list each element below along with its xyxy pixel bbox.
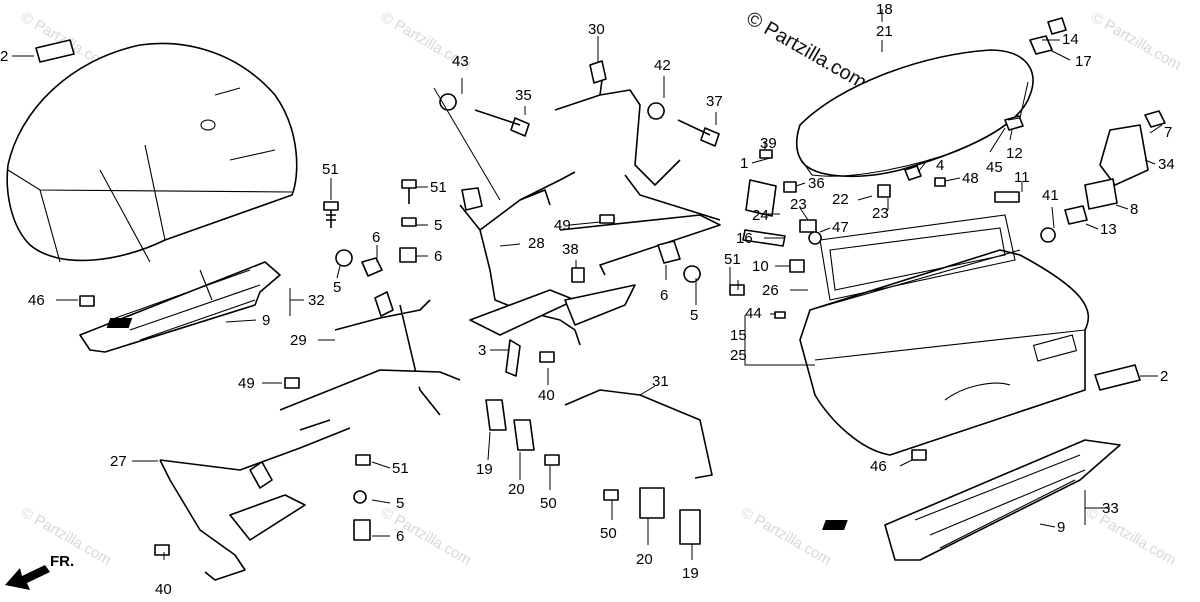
callout-label: 32 — [308, 292, 325, 309]
bracket-27 — [159, 427, 351, 581]
watermark-text: © Partzilla.com — [378, 504, 474, 569]
callout-label: 24 — [752, 207, 769, 224]
fasteners-right-group — [79, 17, 1166, 461]
callout-label: 28 — [528, 235, 545, 252]
callout-label: 20 — [636, 551, 653, 568]
callout-label: 26 — [762, 282, 779, 299]
callout-label: 25 — [730, 347, 747, 364]
callout-label: 47 — [832, 219, 849, 236]
front-direction-arrow: FR. — [5, 553, 74, 590]
callout-label: 34 — [1158, 156, 1175, 173]
callout-label: 6 — [396, 528, 404, 545]
callout-label: 40 — [538, 387, 555, 404]
callout-label: 22 — [832, 191, 849, 208]
callout-label: 17 — [1075, 53, 1092, 70]
callout-label: 6 — [660, 287, 668, 304]
callout-label: 23 — [872, 205, 889, 222]
watermark-text: © Partzilla.com — [1088, 9, 1184, 74]
callout-label: 4 — [936, 157, 944, 174]
callout-label: 43 — [452, 53, 469, 70]
callout-label: 15 — [730, 327, 747, 344]
callout-label: 5 — [333, 279, 341, 296]
left-mounting-plate — [79, 261, 281, 353]
callout-label: 10 — [752, 258, 769, 275]
callout-label: 19 — [682, 565, 699, 582]
callout-label: 48 — [962, 170, 979, 187]
callout-label: 44 — [745, 305, 762, 322]
front-direction-label: FR. — [50, 553, 74, 570]
callout-label: 21 — [876, 23, 893, 40]
callout-label: 6 — [372, 229, 380, 246]
bracket-plate-center — [469, 284, 636, 336]
pad-9-right — [822, 520, 848, 530]
callout-label: 46 — [870, 458, 887, 475]
callout-label: 51 — [392, 460, 409, 477]
callout-label: 18 — [876, 1, 893, 18]
left-saddlebag — [6, 42, 298, 263]
rod-31 — [564, 389, 713, 479]
callout-label: 20 — [508, 481, 525, 498]
callout-label: 49 — [238, 375, 255, 392]
callout-label: 31 — [652, 373, 669, 390]
callout-label: 2 — [0, 48, 8, 65]
callout-label: 51 — [430, 179, 447, 196]
callout-label: 14 — [1062, 31, 1079, 48]
callout-label: 9 — [262, 312, 270, 329]
callout-numbers: 2 2 51 51 5 6 6 5 46 9 32 29 49 27 40 51… — [0, 1, 1175, 598]
callout-label: 38 — [562, 241, 579, 258]
callout-label: 27 — [110, 453, 127, 470]
callout-label: 11 — [1014, 169, 1030, 186]
brand-watermark: © Partzilla.com — [743, 7, 871, 93]
bracket-30 — [554, 60, 721, 276]
callout-label: 35 — [515, 87, 532, 104]
right-mounting-plate — [884, 439, 1121, 561]
callout-label: 50 — [540, 495, 557, 512]
callout-label: 37 — [706, 93, 723, 110]
callout-label: 36 — [808, 175, 825, 192]
callout-label: 51 — [322, 161, 339, 178]
fasteners-left-group — [323, 179, 417, 277]
callout-label: 2 — [1160, 368, 1168, 385]
callout-label: 3 — [478, 342, 486, 359]
callout-label: 51 — [724, 251, 741, 268]
pad-2-left — [35, 39, 75, 63]
callout-label: 13 — [1100, 221, 1117, 238]
callout-label: 49 — [554, 217, 571, 234]
callout-label: 6 — [434, 248, 442, 265]
callout-label: 41 — [1042, 187, 1059, 204]
callout-label: 9 — [1057, 519, 1065, 536]
leader-lines — [12, 9, 1163, 560]
right-saddlebag-body — [799, 214, 1090, 456]
callout-label: 19 — [476, 461, 493, 478]
bracket-29 — [279, 291, 461, 431]
callout-label: 23 — [790, 196, 807, 213]
watermark-text: © Partzilla.com — [1083, 504, 1179, 569]
callout-label: 7 — [1164, 124, 1172, 141]
callout-label: 16 — [736, 230, 753, 247]
callout-label: 42 — [654, 57, 671, 74]
callout-label: 50 — [600, 525, 617, 542]
callout-label: 46 — [28, 292, 45, 309]
callout-label: 39 — [760, 135, 777, 152]
callout-label: 40 — [155, 581, 172, 598]
callout-label: 8 — [1130, 201, 1138, 218]
callout-label: 45 — [986, 159, 1003, 176]
callout-label: 5 — [690, 307, 698, 324]
pad-2-right — [1094, 364, 1141, 391]
callout-label: 1 — [740, 155, 748, 172]
fasteners-center — [154, 93, 745, 556]
pad-9-left — [106, 318, 133, 328]
watermark-text: © Partzilla.com — [738, 504, 834, 569]
callout-label: 5 — [396, 495, 404, 512]
callout-label: 33 — [1102, 500, 1119, 517]
callout-label: 5 — [434, 217, 442, 234]
callout-label: 30 — [588, 21, 605, 38]
callout-label: 12 — [1006, 145, 1023, 162]
callout-label: 29 — [290, 332, 307, 349]
